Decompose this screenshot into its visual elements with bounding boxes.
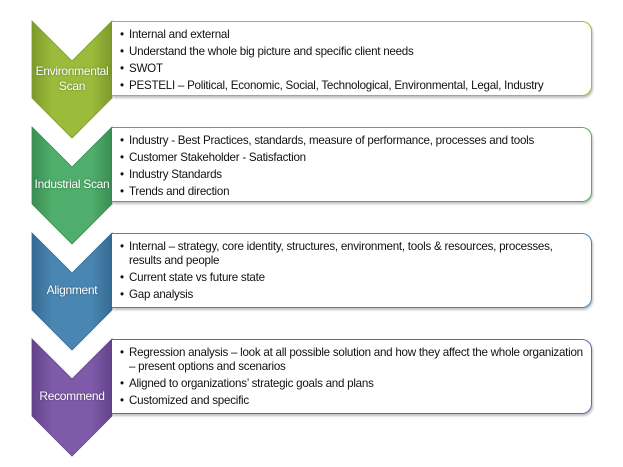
chevron-2 (31, 232, 113, 351)
bullet-item: Internal – strategy, core identity, stru… (120, 240, 583, 268)
stage-label: Recommend (39, 389, 105, 403)
bullet-item: PESTELI – Political, Economic, Social, T… (120, 79, 583, 93)
stage-details-box: Regression analysis – look at all possib… (112, 339, 592, 414)
bullet-item: Customer Stakeholder - Satisfaction (120, 151, 583, 165)
bullet-item: Internal and external (120, 28, 583, 42)
bullet-list: Industry - Best Practices, standards, me… (120, 134, 583, 199)
bullet-item: Trends and direction (120, 185, 583, 199)
bullet-list: Internal – strategy, core identity, stru… (120, 240, 583, 302)
stage-details-box: Internal and externalUnderstand the whol… (112, 21, 592, 96)
stage-details-box: Internal – strategy, core identity, stru… (112, 233, 592, 308)
chevron-3 (31, 338, 113, 457)
stage-label: Alignment (46, 283, 98, 297)
chevron-0 (31, 20, 113, 139)
bullet-item: SWOT (120, 62, 583, 76)
bullet-list: Regression analysis – look at all possib… (120, 346, 583, 408)
bullet-item: Industry Standards (120, 168, 583, 182)
stage-label: Environmental Scan (35, 64, 109, 93)
bullet-item: Customized and specific (120, 394, 583, 408)
bullet-item: Gap analysis (120, 288, 583, 302)
bullet-item: Understand the whole big picture and spe… (120, 45, 583, 59)
bullet-item: Regression analysis – look at all possib… (120, 346, 583, 374)
bullet-item: Aligned to organizations’ strategic goal… (120, 377, 583, 391)
bullet-item: Current state vs future state (120, 271, 583, 285)
chevron-1 (31, 126, 113, 245)
stage-label: Industrial Scan (34, 177, 110, 191)
bullet-list: Internal and externalUnderstand the whol… (120, 28, 583, 93)
bullet-item: Industry - Best Practices, standards, me… (120, 134, 583, 148)
stage-details-box: Industry - Best Practices, standards, me… (112, 127, 592, 202)
